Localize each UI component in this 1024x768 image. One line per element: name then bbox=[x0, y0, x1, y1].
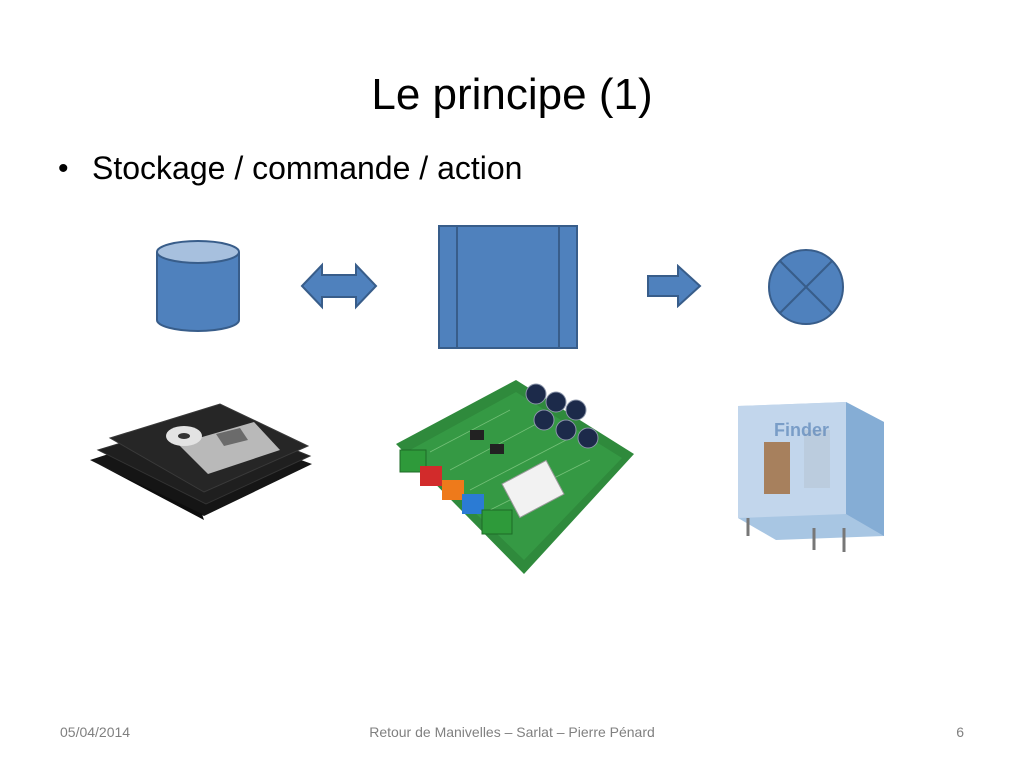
bullet-text: Stockage / commande / action bbox=[92, 150, 523, 186]
bullet-item: • Stockage / commande / action bbox=[58, 150, 522, 187]
floppy-disks-photo bbox=[90, 403, 312, 520]
slide-title: Le principe (1) bbox=[371, 70, 653, 119]
double-arrow-icon bbox=[300, 262, 378, 310]
svg-text:Finder: Finder bbox=[774, 420, 829, 440]
lamp-icon bbox=[768, 249, 844, 325]
footer-page-number: 6 bbox=[956, 724, 964, 740]
control-board-photo bbox=[396, 380, 634, 574]
bullet-icon: • bbox=[58, 151, 69, 185]
database-icon bbox=[156, 240, 240, 332]
footer-date: 05/04/2014 bbox=[60, 724, 131, 740]
right-arrow-icon bbox=[647, 264, 702, 308]
process-box-icon bbox=[438, 225, 578, 349]
footer-center: Retour de Manivelles – Sarlat – Pierre P… bbox=[369, 724, 655, 740]
relay-photo: Finder bbox=[738, 402, 884, 552]
